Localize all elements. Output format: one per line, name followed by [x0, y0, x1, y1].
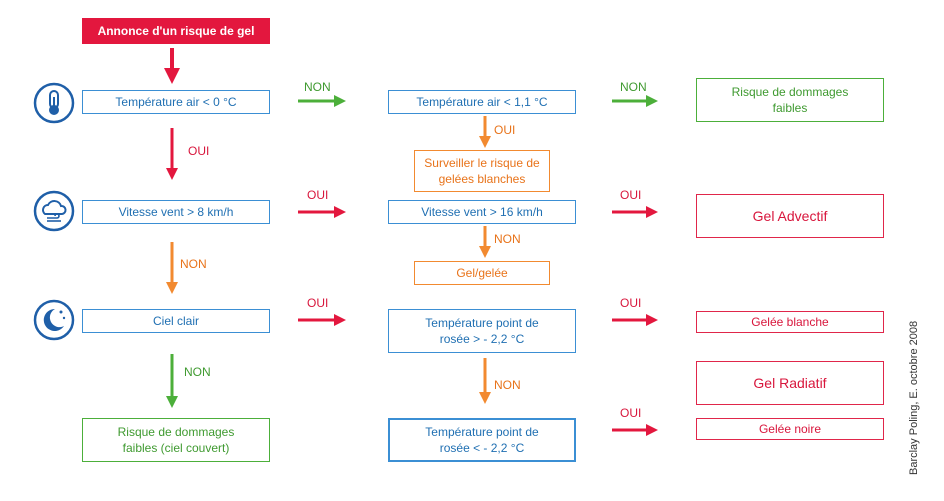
col1-wind-box: Vitesse vent > 8 km/h [82, 200, 270, 224]
wind-cloud-icon [33, 190, 75, 232]
col3-noire-box: Gelée noire [696, 418, 884, 440]
label-col1-oui: OUI [188, 144, 210, 158]
col3-low-risk-box: Risque de dommages faibles [696, 78, 884, 122]
thermometer-icon [33, 82, 75, 124]
label-row1-non: NON [304, 80, 331, 94]
col1-temp-box: Température air < 0 °C [82, 90, 270, 114]
label-col1-non: NON [180, 257, 207, 271]
label-row3-oui: OUI [307, 296, 329, 310]
label-col1-non2: NON [184, 365, 211, 379]
col3-advectif-box: Gel Advectif [696, 194, 884, 238]
col1-sky-box: Ciel clair [82, 309, 270, 333]
credit-text: Barclay Poling, E. octobre 2008 [908, 320, 920, 475]
label-col2-non2: NON [494, 378, 521, 392]
label-row2b-oui: OUI [620, 188, 642, 202]
col2-gel-box: Gel/gelée [414, 261, 550, 285]
label-row2-oui: OUI [307, 188, 329, 202]
moon-stars-icon [33, 299, 75, 341]
label-col2-non: NON [494, 232, 521, 246]
label-row1b-non: NON [620, 80, 647, 94]
col3-radiatif-box: Gel Radiatif [696, 361, 884, 405]
col2-watch-box: Surveiller le risque de gelées blanches [414, 150, 550, 192]
label-col2-oui: OUI [494, 123, 516, 137]
col2-dew-low-box: Température point de rosée < - 2,2 °C [388, 418, 576, 462]
start-announcement: Annonce d'un risque de gel [82, 18, 270, 44]
col2-dew-high-box: Température point de rosée > - 2,2 °C [388, 309, 576, 353]
label-row4b-oui: OUI [620, 406, 642, 420]
col2-temp-box: Température air < 1,1 °C [388, 90, 576, 114]
label-row3b-oui: OUI [620, 296, 642, 310]
col2-wind-box: Vitesse vent > 16 km/h [388, 200, 576, 224]
col1-low-risk-box: Risque de dommages faibles (ciel couvert… [82, 418, 270, 462]
col3-blanche-box: Gelée blanche [696, 311, 884, 333]
